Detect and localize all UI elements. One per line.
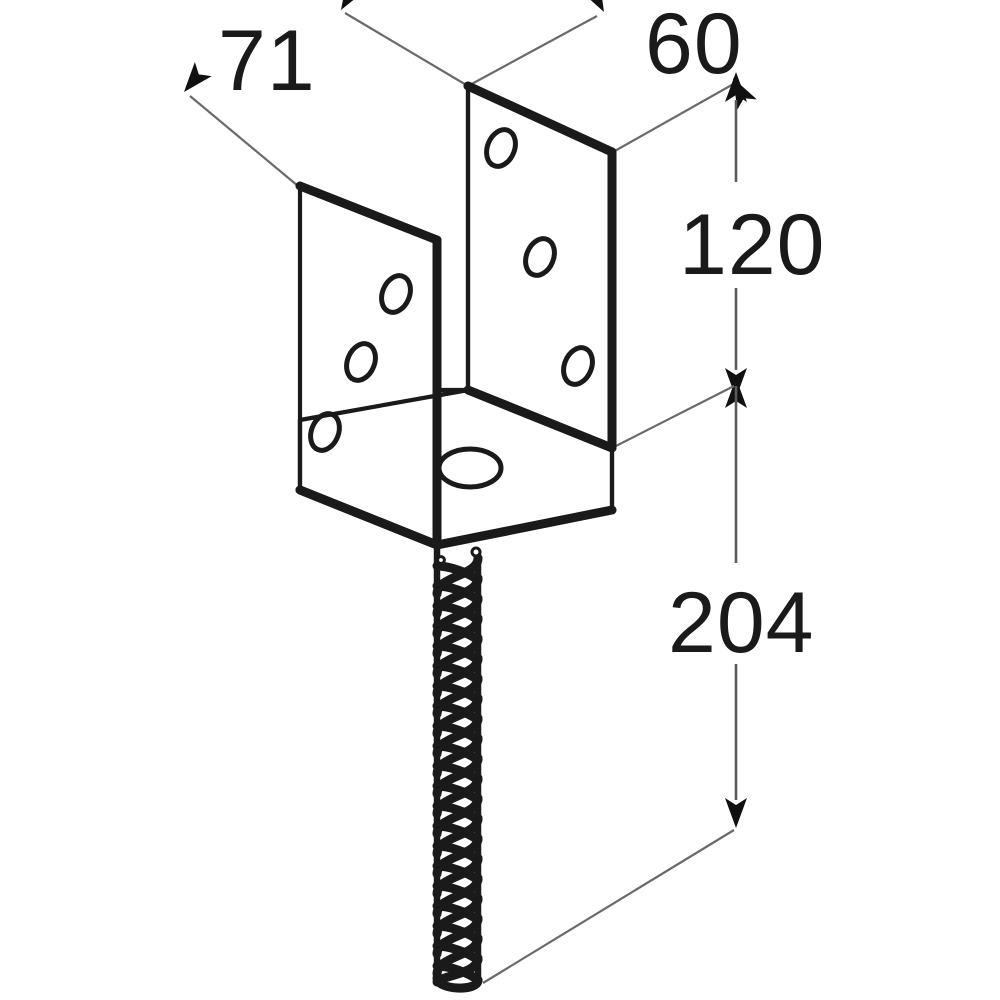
dimension-120-extension-base [611, 385, 735, 449]
dimension-60-label: 60 [645, 0, 743, 92]
dimension-60-leader-right [612, 81, 738, 153]
post-anchor-bracket [295, 81, 617, 993]
anchor-rod-front-ribs [432, 561, 483, 985]
dimension-204-extension-bottom [482, 829, 735, 984]
rod-base-joint-left [436, 555, 446, 565]
rod-base-joint-right [470, 546, 482, 558]
left-plate-hole-middle [344, 341, 378, 383]
left-side-plate-top-edge [295, 181, 442, 245]
twisted-anchor-rod [432, 544, 483, 993]
dimension-71: 71 [175, 0, 469, 187]
right-side-plate-top-edge [463, 81, 617, 157]
dimension-204: 204 [482, 386, 815, 984]
dimension-120-label: 120 [679, 197, 826, 293]
dimension-71-arrow-right [331, 0, 366, 16]
dimension-204-arrow-bottom [725, 798, 747, 828]
base-back-edge [297, 387, 471, 423]
dimension-204-label: 204 [668, 575, 815, 671]
dimension-60-leader-left [467, 15, 598, 87]
dimension-71-arrow-left [175, 61, 212, 100]
left-plate-hole-top [379, 273, 413, 315]
dimension-60: 60 [467, 0, 757, 153]
base-plate-front-edges [295, 485, 617, 550]
anchor-rod-tip [432, 973, 483, 993]
base-plate-center-hole [436, 446, 504, 490]
right-plate-hole-middle [523, 236, 557, 278]
right-side-plate-bottom-edge [463, 385, 617, 453]
right-plate-hole-bottom [561, 345, 595, 387]
dimension-71-leader-right [344, 12, 469, 87]
right-plate-hole-top [484, 127, 518, 169]
dimension-60-arrow-left [580, 0, 614, 18]
dimension-71-leader-left [189, 95, 299, 187]
dimension-71-label: 71 [218, 13, 316, 109]
dimension-120: 120 [611, 72, 826, 449]
